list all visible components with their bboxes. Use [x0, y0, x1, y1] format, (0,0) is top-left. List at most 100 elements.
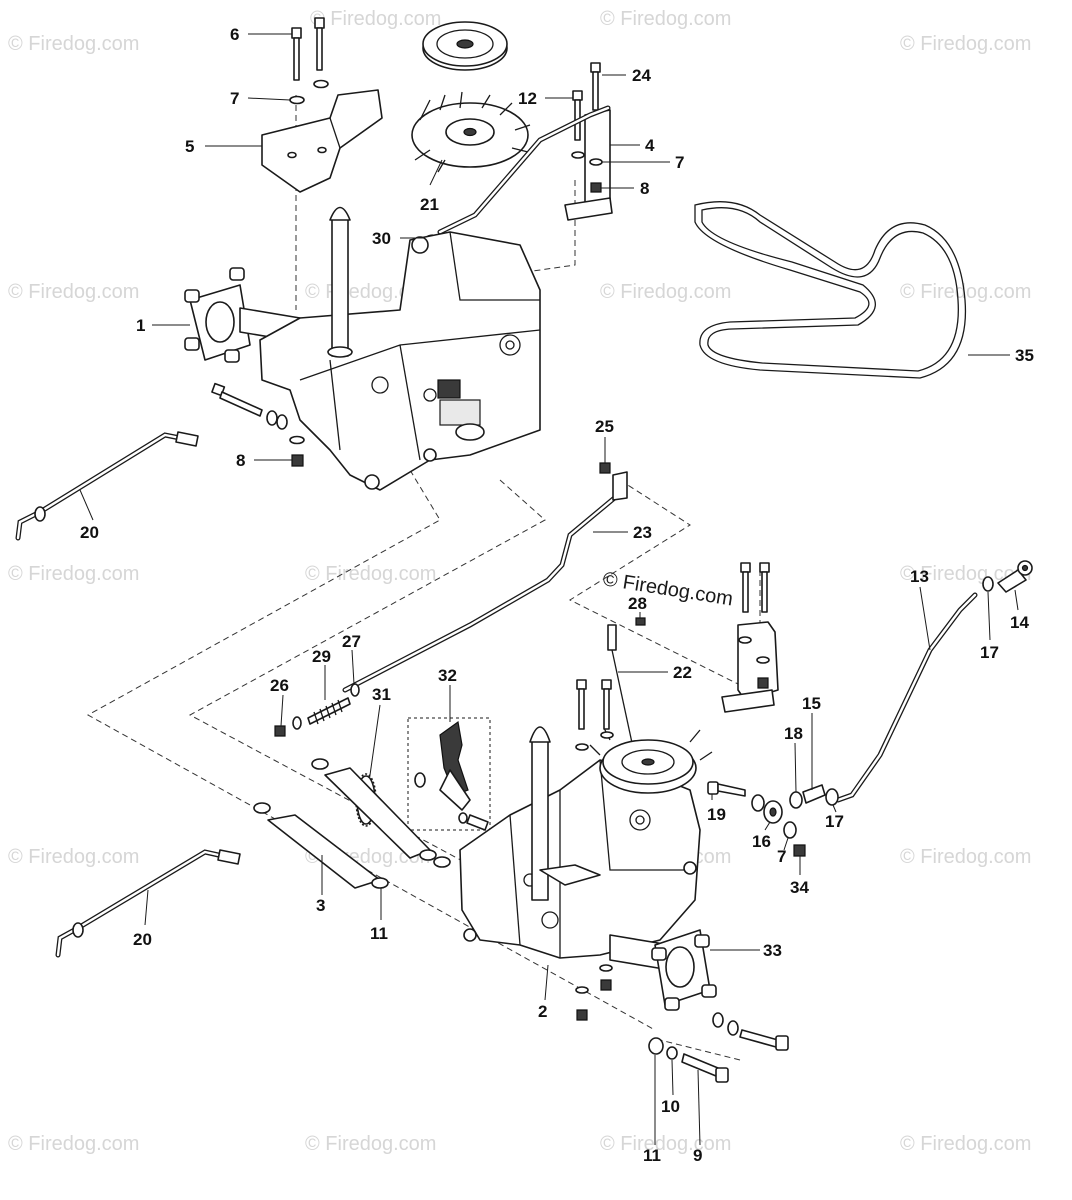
callout-32: 32	[438, 666, 457, 685]
watermark: © Firedog.com	[305, 563, 436, 585]
washer-7c	[783, 821, 797, 839]
detail-box-32	[407, 717, 491, 831]
callout-1: 1	[136, 316, 145, 335]
bolts-lower-transaxle	[575, 679, 614, 751]
callout-29: 29	[312, 647, 331, 666]
watermark: © Firedog.com	[8, 281, 139, 303]
callout-16: 16	[752, 832, 771, 851]
callout-13: 13	[910, 567, 929, 586]
watermark: © Firedog.com	[900, 33, 1031, 55]
bracket-right	[721, 562, 779, 713]
callout-5: 5	[185, 137, 194, 156]
callout-7: 7	[230, 89, 239, 108]
washer-7-right	[589, 158, 603, 166]
callout-4: 4	[645, 136, 655, 155]
callout-20: 20	[133, 930, 152, 949]
washer-18	[789, 791, 803, 809]
callout-17: 17	[825, 812, 844, 831]
drive-belt-35	[694, 201, 967, 379]
watermark: © Firedog.com	[600, 1133, 731, 1155]
nut-17-top	[982, 576, 994, 592]
callout-8: 8	[640, 179, 649, 198]
callout-7: 7	[777, 847, 786, 866]
bolt-6	[291, 27, 302, 81]
callout-22: 22	[673, 663, 692, 682]
spring-29	[307, 697, 351, 725]
nut-34	[793, 844, 806, 857]
callout-34: 34	[790, 878, 809, 897]
washer-27	[350, 683, 360, 697]
nut-26	[274, 725, 286, 737]
watermark: © Firedog.com	[8, 33, 139, 55]
callout-2: 2	[538, 1002, 547, 1021]
callout-25: 25	[595, 417, 614, 436]
watermark: © Firedog.com	[8, 846, 139, 868]
watermark: © Firedog.com	[900, 281, 1031, 303]
callout-18: 18	[784, 724, 803, 743]
bolt-12	[572, 90, 583, 141]
transaxle-1	[184, 206, 541, 491]
washer-7b	[313, 79, 329, 89]
callout-23: 23	[633, 523, 652, 542]
watermark: © Firedog.com	[900, 1133, 1031, 1155]
watermark: © Firedog.com	[305, 1133, 436, 1155]
transaxle-2	[459, 726, 717, 1011]
drag-link-20-upper	[15, 431, 199, 541]
washer-7	[289, 95, 305, 105]
nut-8-top	[590, 182, 602, 193]
pulley	[422, 21, 508, 71]
callout-24: 24	[632, 66, 651, 85]
linkage-rod-23	[342, 471, 628, 693]
callout-31: 31	[372, 685, 391, 704]
washer-7-lower	[751, 794, 765, 812]
callout-10: 10	[661, 1097, 680, 1116]
leader-lines	[79, 33, 1019, 1146]
callout-labels: 6 7 5 21 12 24 4 7 8 30 1 35 8 20 25 23 …	[80, 25, 1034, 1165]
watermark: © Firedog.com	[8, 1133, 139, 1155]
callout-7: 7	[675, 153, 684, 172]
watermark: © Firedog.com	[600, 281, 731, 303]
callout-28: 28	[628, 594, 647, 613]
washer-26b	[292, 716, 302, 730]
spacer-15	[802, 784, 826, 804]
watermark-layer: © Firedog.com © Firedog.com © Firedog.co…	[8, 8, 1031, 1155]
cooling-fan-21	[411, 91, 531, 173]
callout-11: 11	[370, 924, 388, 943]
callout-12: 12	[518, 89, 537, 108]
callout-33: 33	[763, 941, 782, 960]
watermark: © Firedog.com	[600, 8, 731, 30]
bolt-19	[707, 781, 746, 797]
callout-17: 17	[980, 643, 999, 662]
callout-26: 26	[270, 676, 289, 695]
bolt-assembly-lower-right	[648, 1012, 789, 1083]
mounting-bracket-5	[261, 89, 383, 193]
callout-20: 20	[80, 523, 99, 542]
watermark: © Firedog.com	[8, 563, 139, 585]
callout-14: 14	[1010, 613, 1029, 632]
watermark: © Firedog.com	[900, 563, 1031, 585]
watermark: © Firedog.com	[310, 8, 441, 30]
callout-19: 19	[707, 805, 726, 824]
nut-25	[599, 462, 611, 474]
bolt-6b	[314, 17, 325, 71]
callout-15: 15	[802, 694, 821, 713]
callout-6: 6	[230, 25, 239, 44]
callout-11: 11	[643, 1146, 661, 1165]
callout-35: 35	[1015, 346, 1034, 365]
callout-21: 21	[420, 195, 439, 214]
callout-9: 9	[693, 1146, 702, 1165]
washer-12	[571, 151, 585, 159]
hardware-below-transaxle	[575, 964, 613, 1021]
watermark: © Firedog.com	[900, 846, 1031, 868]
ball-joint-14	[997, 560, 1033, 593]
watermark-main: © Firedog.com	[601, 568, 734, 610]
nut-17-bottom	[825, 788, 839, 806]
control-rod-13	[835, 592, 978, 803]
callout-3: 3	[316, 896, 325, 915]
pin-28	[635, 617, 646, 626]
drag-link-20-lower	[55, 849, 241, 958]
callout-8: 8	[236, 451, 245, 470]
callout-27: 27	[342, 632, 361, 651]
spacer-tube-3	[253, 758, 451, 889]
